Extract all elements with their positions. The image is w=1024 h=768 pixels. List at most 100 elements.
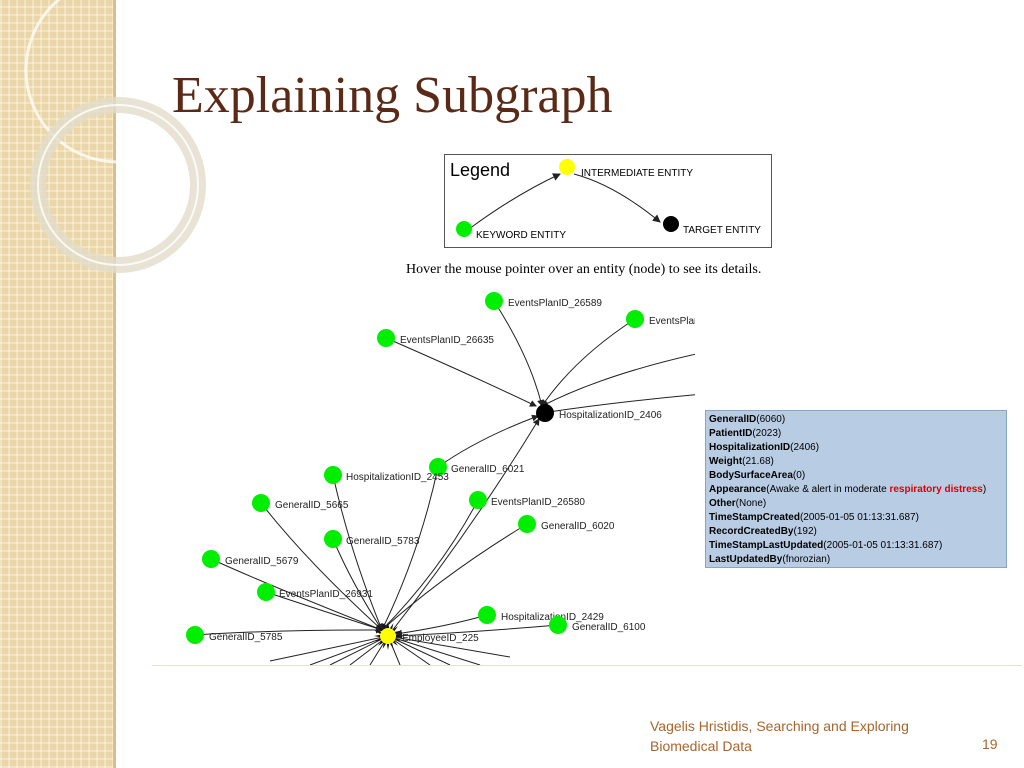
graph-edge — [269, 635, 389, 662]
graph-node-label: GeneralID_5783 — [346, 536, 420, 547]
graph-edge — [437, 414, 539, 468]
details-value: (21.68) — [742, 456, 774, 467]
graph-edge — [332, 474, 383, 631]
decorative-rings — [24, 0, 212, 273]
details-value-highlight: respiratory distress — [889, 484, 983, 495]
graph-node[interactable]: EventsPlanID_26885 — [626, 310, 695, 328]
details-value: (None) — [735, 498, 767, 509]
graph-node-label: GeneralID_5665 — [275, 500, 349, 511]
graph-node[interactable]: GeneralID_5785 — [186, 626, 283, 644]
graph-node-label: GeneralID_6100 — [572, 622, 646, 633]
details-value: (2005-01-05 01:13:31.687) — [799, 512, 919, 523]
hover-instruction: Hover the mouse pointer over an entity (… — [406, 262, 762, 277]
graph-edge — [395, 624, 559, 640]
details-value: (fnorozian) — [782, 554, 831, 565]
graph-node[interactable]: EventsPlanID_26931 — [257, 583, 373, 601]
legend-edge-target — [573, 173, 661, 223]
keyword-node-marker — [429, 458, 447, 476]
legend-keyword-label: KEYWORD ENTITY — [476, 230, 567, 241]
graph-edge — [387, 635, 481, 665]
graph-node[interactable]: GeneralID_5783 — [324, 530, 420, 548]
graph-node-label: HospitalizationID_2406 — [559, 410, 662, 421]
details-value: (Awake & alert in moderate — [766, 484, 890, 495]
graph-edge — [381, 523, 528, 631]
details-key: LastUpdatedBy — [709, 554, 783, 565]
graph-node[interactable]: EventsPlanID_26580 — [469, 491, 585, 509]
details-row: LastUpdatedBy(fnorozian) — [709, 553, 1003, 567]
keyword-node-marker — [549, 616, 567, 634]
details-row: HospitalizationID(2406) — [709, 441, 1003, 455]
details-row: GeneralID(6060) — [709, 413, 1003, 427]
keyword-node-marker — [252, 494, 270, 512]
details-key: HospitalizationID — [709, 442, 791, 453]
graph-edge — [265, 591, 383, 632]
target-node-icon — [663, 216, 679, 232]
details-key: PatientID — [709, 428, 753, 439]
graph-node[interactable]: GeneralID_6020 — [518, 515, 615, 533]
keyword-node-marker — [478, 606, 496, 624]
details-key: Appearance — [709, 484, 767, 495]
details-key: GeneralID — [709, 414, 757, 425]
intermediate-node-icon — [559, 159, 575, 175]
details-value: (2005-01-05 01:13:31.687) — [823, 540, 943, 551]
graph-node-label: EventsPlanID_26589 — [508, 298, 602, 309]
graph-node[interactable]: EventsPlanID_26635 — [377, 329, 494, 347]
details-row: Appearance(Awake & alert in moderate res… — [709, 483, 1003, 497]
keyword-node-marker — [186, 626, 204, 644]
graph-node-label: EventsPlanID_26635 — [400, 335, 494, 346]
graph-edge — [332, 538, 383, 631]
details-key: BodySurfaceArea — [709, 470, 793, 481]
graph-node-label: HospitalizationID_2453 — [346, 472, 449, 483]
keyword-node-marker — [257, 583, 275, 601]
graph-edge — [194, 626, 383, 636]
target-node-marker — [536, 404, 554, 422]
graph-node-label: EventsPlanID_26885 — [649, 316, 695, 327]
graph-node[interactable]: GeneralID_5665 — [252, 494, 349, 512]
legend-title: Legend — [450, 160, 511, 180]
legend-target-label: TARGET ENTITY — [683, 225, 761, 236]
details-value: ) — [982, 484, 987, 495]
footer-line-1: Vagelis Hristidis, Searching and Explori… — [650, 718, 909, 734]
details-row: BodySurfaceArea(0) — [709, 469, 1003, 483]
graph-node-label: GeneralID_5679 — [225, 556, 299, 567]
details-row: Weight(21.68) — [709, 455, 1003, 469]
graph-edge — [309, 635, 389, 665]
graph-node[interactable]: EmployeeID_225 — [374, 622, 479, 650]
graph-node[interactable]: HospitalizationID_2453 — [324, 466, 449, 484]
keyword-node-marker — [324, 530, 342, 548]
graph-edge — [260, 502, 383, 631]
graph-node[interactable]: EventsPlanID_26589 — [485, 292, 602, 310]
graph-node-label: EventsPlanID_26580 — [491, 497, 585, 508]
keyword-node-marker — [518, 515, 536, 533]
graph-edge — [210, 558, 383, 632]
keyword-node-marker — [469, 491, 487, 509]
graph-edge — [541, 318, 636, 407]
details-value: (192) — [793, 526, 817, 537]
keyword-node-marker — [485, 292, 503, 310]
graph-node-label: GeneralID_5785 — [209, 632, 283, 643]
legend-intermediate-label: INTERMEDIATE ENTITY — [581, 168, 694, 179]
keyword-node-marker — [377, 329, 395, 347]
graph-node[interactable]: HospitalizationID_2406 — [536, 404, 662, 422]
details-row: TimeStampCreated(2005-01-05 01:13:31.687… — [709, 511, 1003, 525]
graph-edge — [329, 635, 389, 665]
details-value: (0) — [792, 470, 806, 481]
details-key: TimeStampLastUpdated — [709, 540, 824, 551]
graph-edge — [381, 499, 479, 631]
graph-edge — [541, 394, 695, 416]
footer-line-2: Biomedical Data — [650, 738, 752, 754]
graph-node[interactable]: GeneralID_5679 — [202, 550, 299, 568]
keyword-node-marker — [202, 550, 220, 568]
legend-diagram — [456, 159, 679, 237]
graph-node-label: EmployeeID_225 — [402, 633, 479, 644]
graph-node[interactable]: GeneralID_6100 — [549, 616, 646, 634]
details-row: Other(None) — [709, 497, 1003, 511]
keyword-node-marker — [324, 466, 342, 484]
graph-node[interactable]: GeneralID_6021 — [429, 458, 525, 476]
details-value: (2023) — [752, 428, 782, 439]
details-row: RecordCreatedBy(192) — [709, 525, 1003, 539]
slide-title: Explaining Subgraph — [172, 67, 613, 124]
graph-node[interactable]: HospitalizationID_2429 — [478, 606, 604, 624]
details-key: Weight — [709, 456, 743, 467]
graph-edge — [387, 635, 431, 665]
